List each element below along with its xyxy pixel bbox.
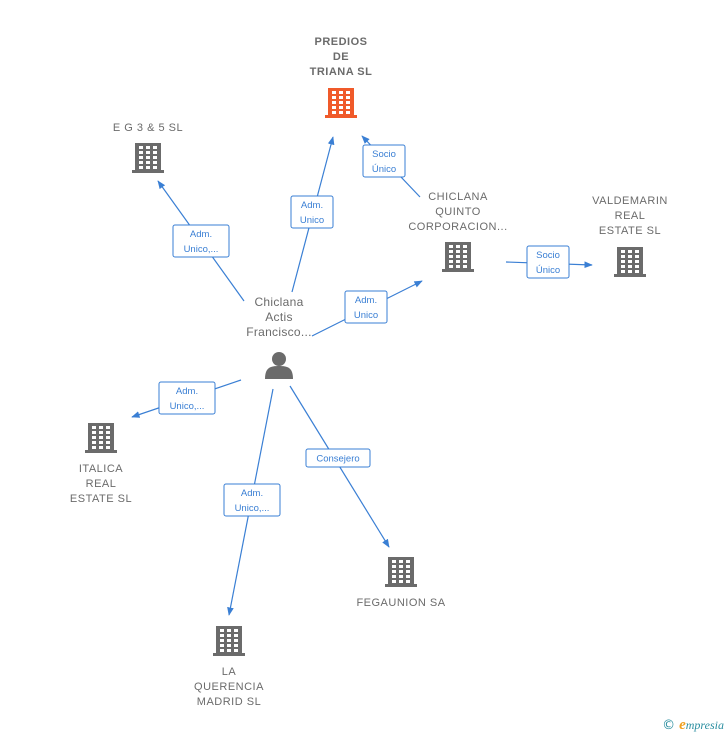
eg-3-5-node[interactable]: E G 3 & 5 SL	[113, 122, 183, 173]
edge-label-text: Consejero	[316, 454, 359, 465]
edge-person-to-italica: Adm. Unico,...	[131, 379, 242, 418]
node-label: FEGAUNION SA	[356, 597, 445, 609]
edge-label-frame	[526, 245, 570, 279]
brand-logo-text: mpresia	[685, 718, 724, 732]
node-label: ESTATE SL	[70, 493, 132, 505]
edge-label-box[interactable]: Adm. Unico,...	[172, 224, 230, 258]
edge-label-frame	[305, 448, 371, 468]
node-label: CHICLANA	[428, 191, 488, 203]
node-label: REAL	[615, 210, 646, 222]
node-label: MADRID SL	[197, 696, 261, 708]
person-icon	[265, 352, 293, 379]
edge-label-frame	[344, 290, 388, 324]
edge-label-box[interactable]: Consejero	[305, 448, 371, 468]
node-label: VALDEMARIN	[592, 195, 668, 207]
building-icon	[132, 143, 164, 173]
edge-label-text: Único	[372, 164, 396, 175]
node-label: REAL	[86, 478, 117, 490]
node-label: DE	[333, 51, 349, 63]
brand-logo-initial: e	[679, 717, 686, 733]
fegaunion-node[interactable]: FEGAUNION SA	[356, 557, 445, 609]
edge-label-text: Unico	[300, 215, 324, 226]
node-label: TRIANA SL	[310, 66, 373, 78]
predios-de-triana-node[interactable]: PREDIOS DE TRIANA SL	[310, 36, 373, 118]
node-label: ESTATE SL	[599, 225, 661, 237]
edge-label-frame	[172, 224, 230, 258]
edge-label-text: Unico,...	[170, 401, 205, 412]
edge-label-text: Socio	[372, 149, 396, 160]
node-label: Francisco...	[246, 325, 312, 339]
node-label: Chiclana	[254, 295, 303, 309]
chiclana-quinto-corporacion-node[interactable]: CHICLANA QUINTO CORPORACION...	[408, 191, 507, 272]
footer-brand: © empresia	[662, 717, 724, 734]
edge-person-to-chiclana_quinto: Adm. Unico	[311, 280, 423, 337]
edge-label-box[interactable]: Adm. Unico,...	[223, 483, 281, 517]
building-icon	[85, 423, 117, 453]
valdemarin-real-estate-node[interactable]: VALDEMARIN REAL ESTATE SL	[592, 195, 668, 277]
la-querencia-madrid-node[interactable]: LA QUERENCIA MADRID SL	[194, 626, 264, 708]
edge-label-box[interactable]: Adm. Unico	[290, 195, 334, 229]
node-label: ITALICA	[79, 463, 123, 475]
edge-label-text: Adm.	[355, 295, 377, 306]
building-icon	[442, 242, 474, 272]
chiclana-actis-francisco-node[interactable]: ChiclanaActisFrancisco...	[246, 295, 312, 379]
edge-label-text: Único	[536, 265, 560, 276]
building-icon	[385, 557, 417, 587]
edge-label-box[interactable]: Adm. Unico,...	[158, 381, 216, 415]
node-label: QUINTO	[435, 206, 481, 218]
building-icon	[325, 88, 357, 118]
edges-layer: Adm.Unico,...Adm.UnicoSocioÚnicoAdm.Unic…	[131, 135, 593, 616]
edge-person-to-querencia: Adm. Unico,...	[223, 388, 281, 616]
building-icon	[614, 247, 646, 277]
edge-label-box[interactable]: Adm. Unico	[344, 290, 388, 324]
edge-label-text: Unico	[354, 310, 378, 321]
edge-person-to-eg3: Adm. Unico,...	[157, 180, 245, 302]
edge-person-to-fegaunion: Consejero	[289, 385, 390, 548]
copyright-icon: ©	[662, 718, 676, 733]
edge-label-text: Unico,...	[184, 244, 219, 255]
edge-label-text: Adm.	[176, 386, 198, 397]
node-label: LA	[222, 666, 237, 678]
edge-label-text: Adm.	[301, 200, 323, 211]
building-icon	[213, 626, 245, 656]
edge-label-text: Socio	[536, 250, 560, 261]
edge-label-frame	[158, 381, 216, 415]
node-label: QUERENCIA	[194, 681, 264, 693]
edge-label-text: Unico,...	[235, 503, 270, 514]
edge-label-frame	[223, 483, 281, 517]
node-label: PREDIOS	[314, 36, 367, 48]
node-label: CORPORACION...	[408, 221, 507, 233]
italica-real-estate-node[interactable]: ITALICA REAL ESTATE SL	[70, 423, 132, 505]
node-label: Actis	[265, 310, 293, 324]
edge-label-frame	[290, 195, 334, 229]
nodes-layer: PREDIOS DE TRIANA SL E G 3 & 5 SL CHICLANA QU…	[70, 36, 668, 708]
edge-label-text: Adm.	[190, 229, 212, 240]
node-label: E G 3 & 5 SL	[113, 122, 183, 134]
edge-label-frame	[362, 144, 406, 178]
edge-person-to-predios: Adm. Unico	[290, 136, 335, 293]
edge-label-text: Adm.	[241, 488, 263, 499]
